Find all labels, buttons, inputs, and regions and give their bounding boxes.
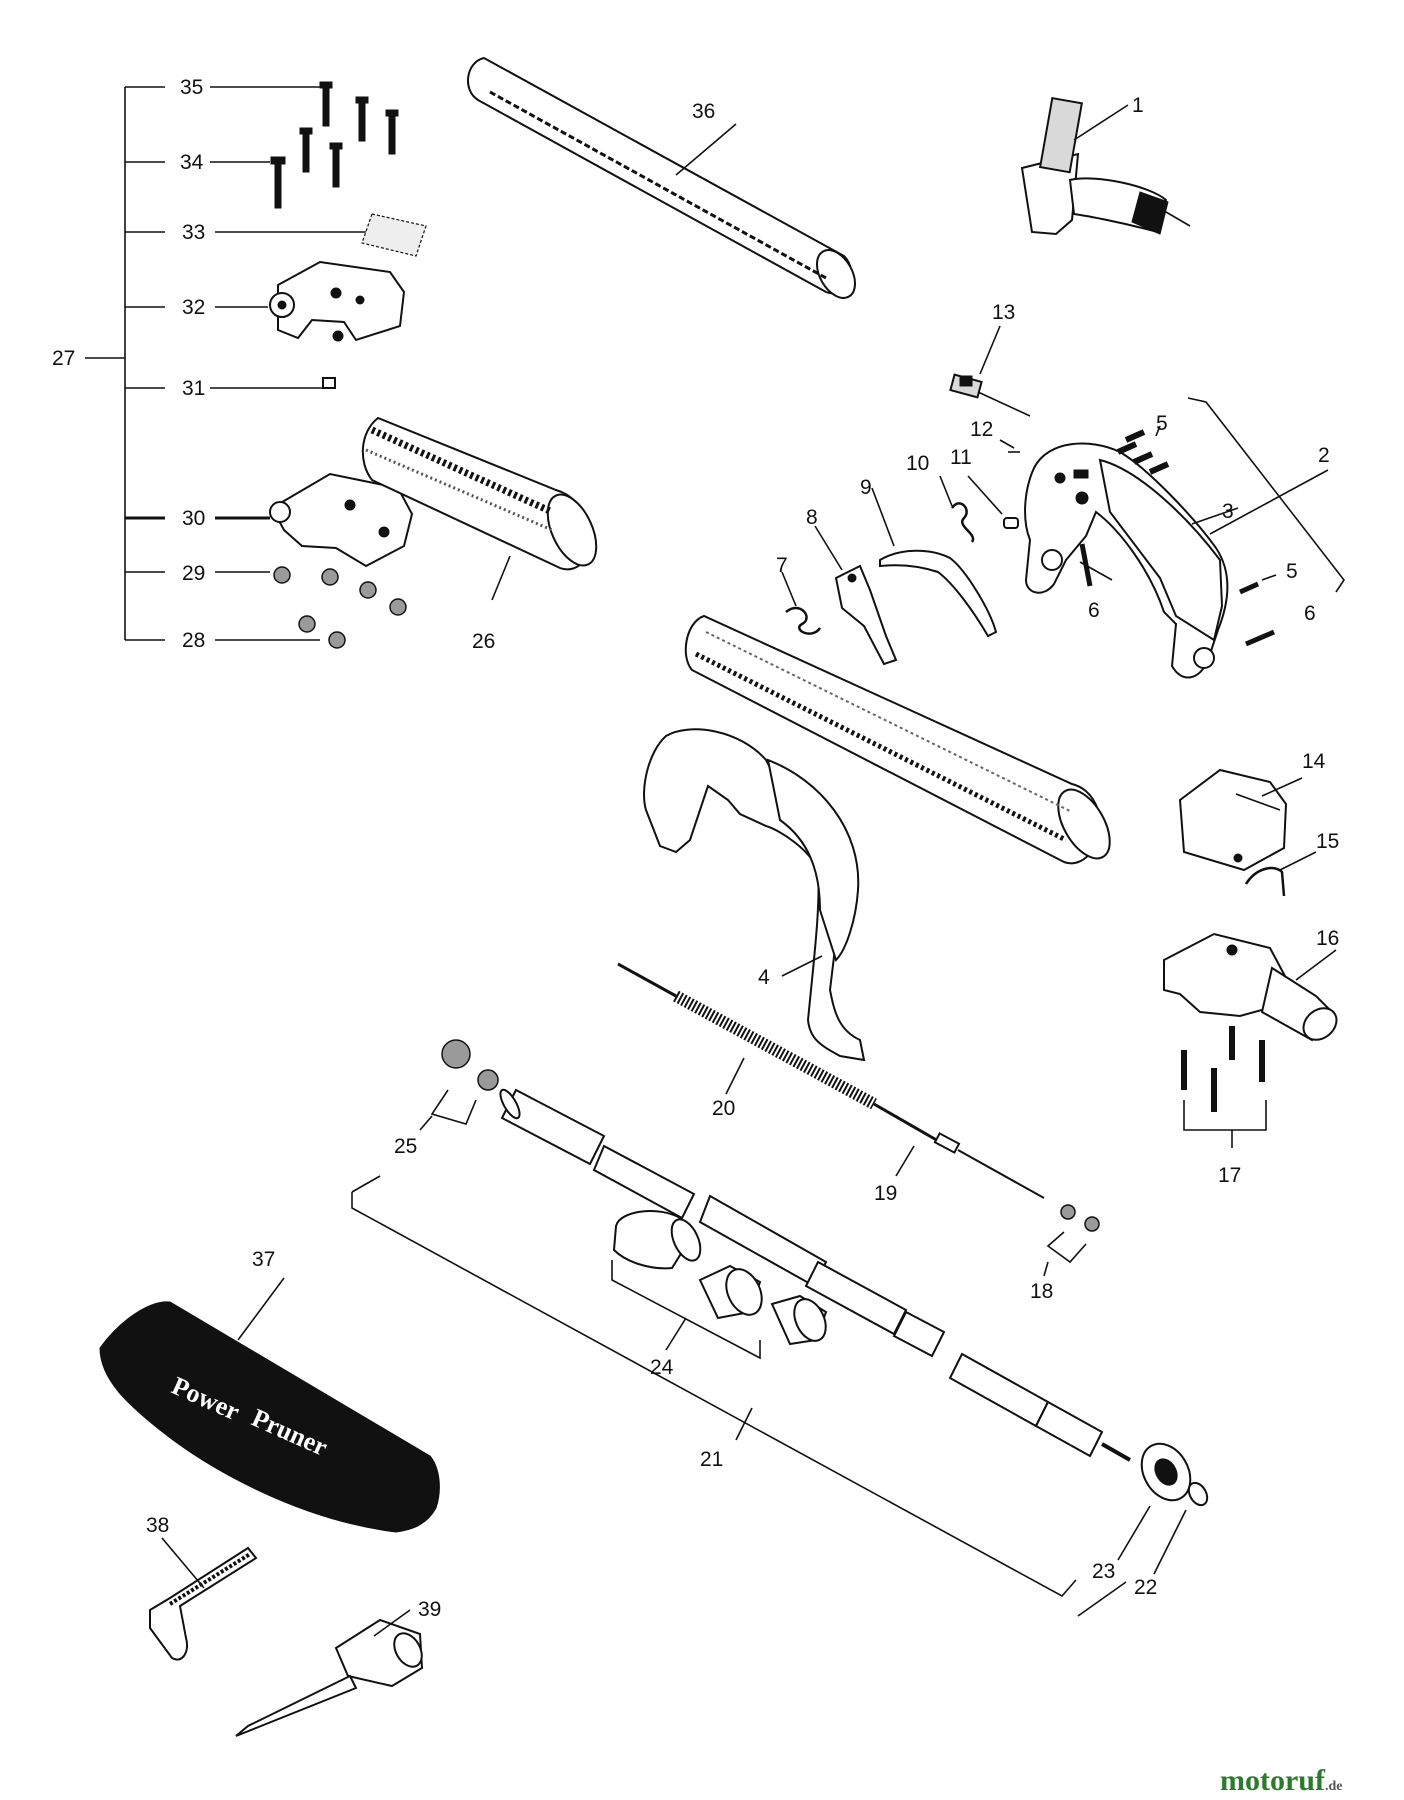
screws-5: [1116, 425, 1277, 595]
callout-32: 32: [182, 296, 205, 319]
cable-20-19: [617, 962, 1045, 1199]
hex-key-38: [149, 1537, 258, 1661]
spring-10: [939, 475, 975, 543]
callout-14: 14: [1302, 750, 1326, 773]
scabbard-37: Power Pruner: [99, 1277, 440, 1533]
callout-30: 30: [182, 507, 205, 530]
callout-9: 9: [860, 476, 872, 499]
spring-7: [781, 571, 822, 635]
callout-12: 12: [970, 418, 993, 441]
spring-15: [1244, 851, 1317, 897]
pin-11: [1003, 517, 1019, 529]
svg-text:motoruf.de: motoruf.de: [1220, 1764, 1342, 1797]
watermark-logo: motoruf.de: [1220, 1764, 1342, 1797]
callout-10: 10: [906, 452, 929, 475]
callout-2: 2: [1318, 444, 1330, 467]
trigger-9: [871, 487, 998, 638]
callout-29: 29: [182, 562, 205, 585]
bearing-25: [419, 1039, 499, 1131]
callout-35: 35: [180, 76, 203, 99]
callout-5a: 5: [1156, 412, 1168, 435]
nut-31: [322, 377, 336, 389]
callout-7: 7: [776, 554, 788, 577]
screws-34-35: [270, 81, 399, 209]
callout-labels: 1 2 3 4 5 5 6 6 7 8 9 10 11 12 13 14 15 …: [52, 76, 1339, 1621]
decal-33: [361, 213, 427, 257]
callout-1: 1: [1132, 94, 1144, 117]
callout-13: 13: [992, 301, 1015, 324]
callout-28: 28: [182, 629, 205, 652]
callout-5b: 5: [1286, 560, 1298, 583]
callout-4: 4: [758, 966, 770, 989]
screws-6: [1079, 543, 1275, 647]
callout-38: 38: [146, 1514, 169, 1537]
callout-31: 31: [182, 377, 205, 400]
bracket-27: [85, 86, 165, 641]
clip-22: [1077, 1481, 1209, 1617]
callout-22: 22: [1134, 1576, 1157, 1599]
rear-handle-1: [1020, 96, 1191, 236]
callout-16: 16: [1316, 927, 1339, 950]
wrench-39: [235, 1609, 424, 1737]
callout-33: 33: [182, 221, 205, 244]
callout-18: 18: [1030, 1280, 1053, 1303]
callout-15: 15: [1316, 830, 1339, 853]
callout-11: 11: [950, 446, 972, 469]
callout-19: 19: [874, 1182, 897, 1205]
callout-17: 17: [1218, 1164, 1241, 1187]
callout-37: 37: [252, 1248, 275, 1271]
callout-6a: 6: [1088, 599, 1100, 622]
housing-half-30: [269, 472, 414, 568]
callout-25: 25: [394, 1135, 417, 1158]
shaft-grip-tube: [684, 614, 1111, 865]
handle-housing-2-3: [1024, 442, 1229, 679]
foam-grip-26: [361, 416, 598, 601]
clip-13: [949, 325, 1031, 417]
callout-39: 39: [418, 1598, 441, 1621]
callout-23: 23: [1092, 1560, 1115, 1583]
callout-8: 8: [806, 506, 818, 529]
callout-36: 36: [692, 100, 715, 123]
bearing-23: [1117, 1442, 1192, 1561]
nuts-18: [1043, 1204, 1100, 1277]
callout-3: 3: [1222, 500, 1234, 523]
wm-m: motoruf: [1220, 1764, 1326, 1797]
drive-tube-36: [466, 56, 856, 299]
callout-6b: 6: [1304, 602, 1316, 625]
callout-27: 27: [52, 347, 75, 370]
housing-half-32: [269, 260, 406, 342]
lever-8: [814, 525, 898, 666]
drive-shaft-21: [351, 1088, 1131, 1598]
clamp-16: [1163, 932, 1338, 1042]
bracket-2-5-6: [1187, 397, 1345, 593]
screws-17: [1181, 1026, 1267, 1148]
front-handle-4: [643, 728, 866, 1062]
left-leaders: [210, 86, 378, 641]
callout-26: 26: [472, 630, 495, 653]
callout-21: 21: [700, 1448, 723, 1471]
cover-14: [1178, 768, 1303, 872]
bushings-24: [611, 1210, 828, 1360]
callout-34: 34: [180, 151, 204, 174]
wm-suffix: .de: [1325, 1779, 1343, 1794]
nuts-28-29: [273, 566, 407, 649]
callout-24: 24: [650, 1356, 674, 1379]
callout-20: 20: [712, 1097, 735, 1120]
